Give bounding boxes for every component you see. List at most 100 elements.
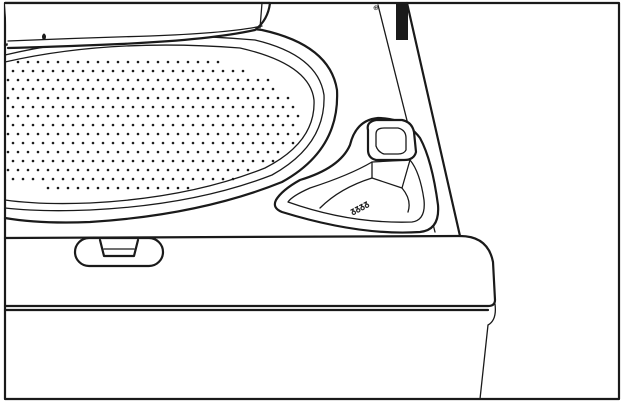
perforation-dot	[56, 168, 60, 172]
perforation-dot	[256, 96, 260, 100]
perforation-dot	[51, 177, 55, 181]
perforation-dot	[101, 159, 105, 163]
lid-fold	[259, 2, 263, 29]
perforation-dot	[111, 159, 115, 163]
perforation-dot	[96, 150, 100, 154]
perforation-dot	[46, 132, 50, 136]
perforation-dot	[281, 141, 285, 145]
perforation-dot	[176, 60, 180, 64]
perforation-dot	[146, 60, 150, 64]
perforation-dot	[56, 186, 60, 190]
softener-cap-inner	[375, 127, 407, 155]
perforation-dot	[271, 123, 275, 127]
perforation-dot	[286, 132, 290, 136]
perforation-dot	[121, 177, 125, 181]
perforation-dot	[281, 123, 285, 127]
perforation-dot	[151, 123, 155, 127]
perforation-dot	[216, 60, 220, 64]
perforation-dot	[81, 123, 85, 127]
perforation-dot	[251, 141, 255, 145]
perforation-dot	[151, 87, 155, 91]
perforation-dot	[126, 168, 130, 172]
perforation-dot	[171, 177, 175, 181]
perforation-dot	[86, 186, 90, 190]
perforation-dot	[171, 123, 175, 127]
perforation-dot	[16, 96, 20, 100]
perforation-dot	[116, 114, 120, 118]
perforation-dot	[76, 186, 80, 190]
perforation-dot	[246, 150, 250, 154]
perforation-dot	[41, 177, 45, 181]
perforation-dot	[171, 141, 175, 145]
perforation-dot	[186, 78, 190, 82]
perforation-dot	[241, 123, 245, 127]
perforation-dot	[26, 168, 30, 172]
perforation-dot	[266, 78, 270, 82]
lid-latch	[73, 236, 165, 268]
perforation-dot	[226, 132, 230, 136]
perforation-dot	[146, 96, 150, 100]
perforation-dot	[91, 141, 95, 145]
perforation-dot	[196, 78, 200, 82]
perforation-dot	[16, 114, 20, 118]
perforation-dot	[26, 114, 30, 118]
perforation-dot	[276, 96, 280, 100]
perforation-dot	[246, 96, 250, 100]
perforation-dot	[236, 78, 240, 82]
perforation-dot	[181, 105, 185, 109]
perforation-dot	[186, 132, 190, 136]
perforation-dot	[106, 132, 110, 136]
perforation-dot	[66, 114, 70, 118]
perforation-dot	[256, 150, 260, 154]
perforation-dot	[96, 60, 100, 64]
perforation-dot	[211, 141, 215, 145]
perforation-dot	[96, 96, 100, 100]
perforation-dot	[101, 141, 105, 145]
perforation-dot	[66, 186, 70, 190]
perforation-dot	[221, 123, 225, 127]
perforation-dot	[201, 87, 205, 91]
perforation-dot	[111, 177, 115, 181]
perforation-dot	[76, 132, 80, 136]
perforation-dot	[176, 168, 180, 172]
perforation-dot	[241, 87, 245, 91]
perforation-dot	[271, 87, 275, 91]
perforation-dot	[211, 123, 215, 127]
perforation-dot	[166, 168, 170, 172]
lid-indicator-icon	[42, 33, 46, 40]
perforation-dot	[146, 168, 150, 172]
perforation-dot	[121, 69, 125, 73]
perforation-dot	[231, 87, 235, 91]
perforation-dot	[31, 159, 35, 163]
perforation-dot	[246, 114, 250, 118]
perforation-dot	[61, 123, 65, 127]
perforation-dot	[221, 159, 225, 163]
perforation-dot	[231, 141, 235, 145]
perforation-dot	[221, 87, 225, 91]
perforation-dot	[131, 159, 135, 163]
perforation-dot	[221, 141, 225, 145]
perforation-dot	[226, 96, 230, 100]
perforation-dot	[121, 105, 125, 109]
perforation-dot	[96, 132, 100, 136]
perforation-dot	[176, 186, 180, 190]
perforation-dot	[116, 186, 120, 190]
perforation-dot	[216, 78, 220, 82]
perforation-dot	[106, 114, 110, 118]
perforation-dot	[91, 159, 95, 163]
perforation-dot	[256, 114, 260, 118]
perforation-dot	[136, 114, 140, 118]
perforation-dot	[291, 105, 295, 109]
perforation-dot	[91, 69, 95, 73]
perforation-dot	[101, 87, 105, 91]
perforation-dot	[81, 159, 85, 163]
perforation-dot	[181, 177, 185, 181]
perforation-dot	[111, 105, 115, 109]
perforation-dot	[161, 87, 165, 91]
perforation-dot	[66, 78, 70, 82]
perforation-dot	[51, 141, 55, 145]
perforation-dot	[261, 105, 265, 109]
perforation-dot	[126, 96, 130, 100]
perforation-dot	[131, 141, 135, 145]
perforation-dot	[286, 96, 290, 100]
